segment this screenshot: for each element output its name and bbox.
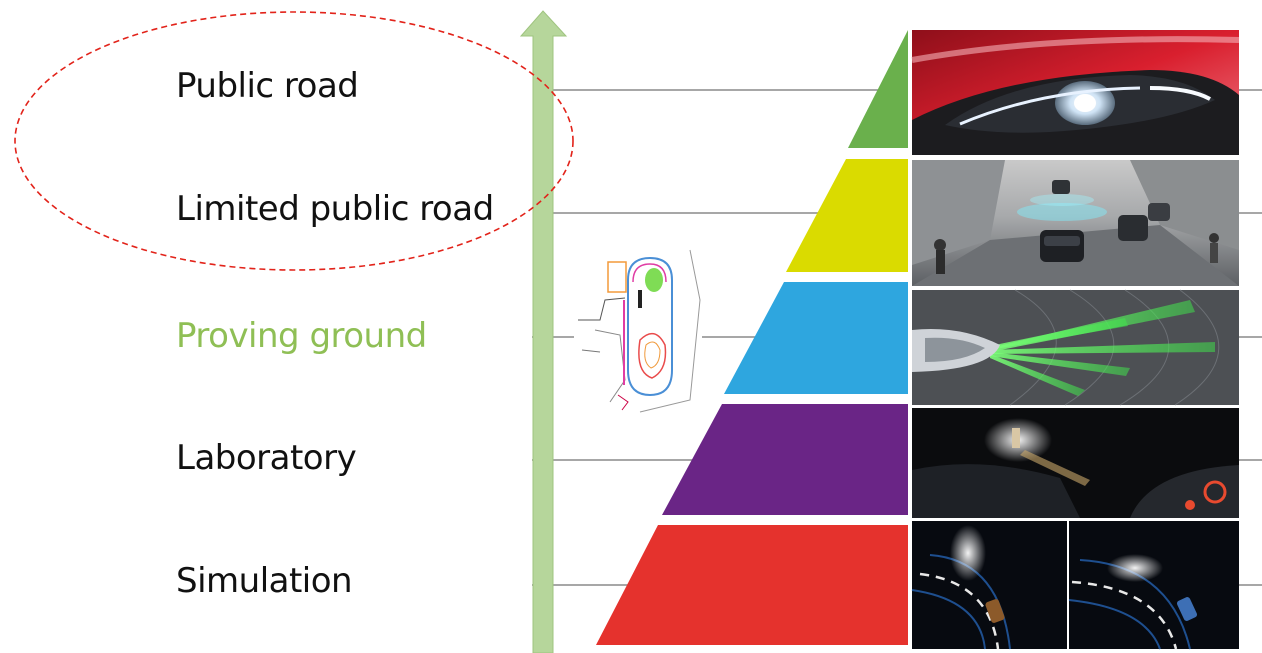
- level-label-simulation: Simulation: [176, 561, 353, 601]
- pyramid-layer-limited-public-road: [786, 159, 908, 272]
- progression-arrow: [519, 10, 568, 653]
- pyramid-layer-simulation: [596, 525, 908, 645]
- city-street-traffic-photo: [912, 160, 1239, 286]
- car-sensor-beams-photo: [912, 289, 1239, 406]
- level-label-limited-public-road: Limited public road: [176, 189, 494, 229]
- pyramid-layer-public-road: [848, 30, 908, 148]
- level-label-public-road: Public road: [176, 66, 359, 106]
- pyramid-layer-laboratory: [662, 404, 908, 515]
- pyramid-layer-proving-ground: [724, 282, 908, 394]
- pyramid: [596, 30, 908, 645]
- dark-lab-pedestrian-photo: [912, 408, 1239, 518]
- level-label-proving-ground: Proving ground: [176, 316, 427, 356]
- car-headlight-photo: [911, 30, 1240, 155]
- test-track-map-icon: [574, 248, 702, 416]
- simulation-curve-road-photo: [911, 521, 1239, 650]
- highlight-ellipse: [14, 11, 574, 271]
- level-label-laboratory: Laboratory: [176, 438, 357, 478]
